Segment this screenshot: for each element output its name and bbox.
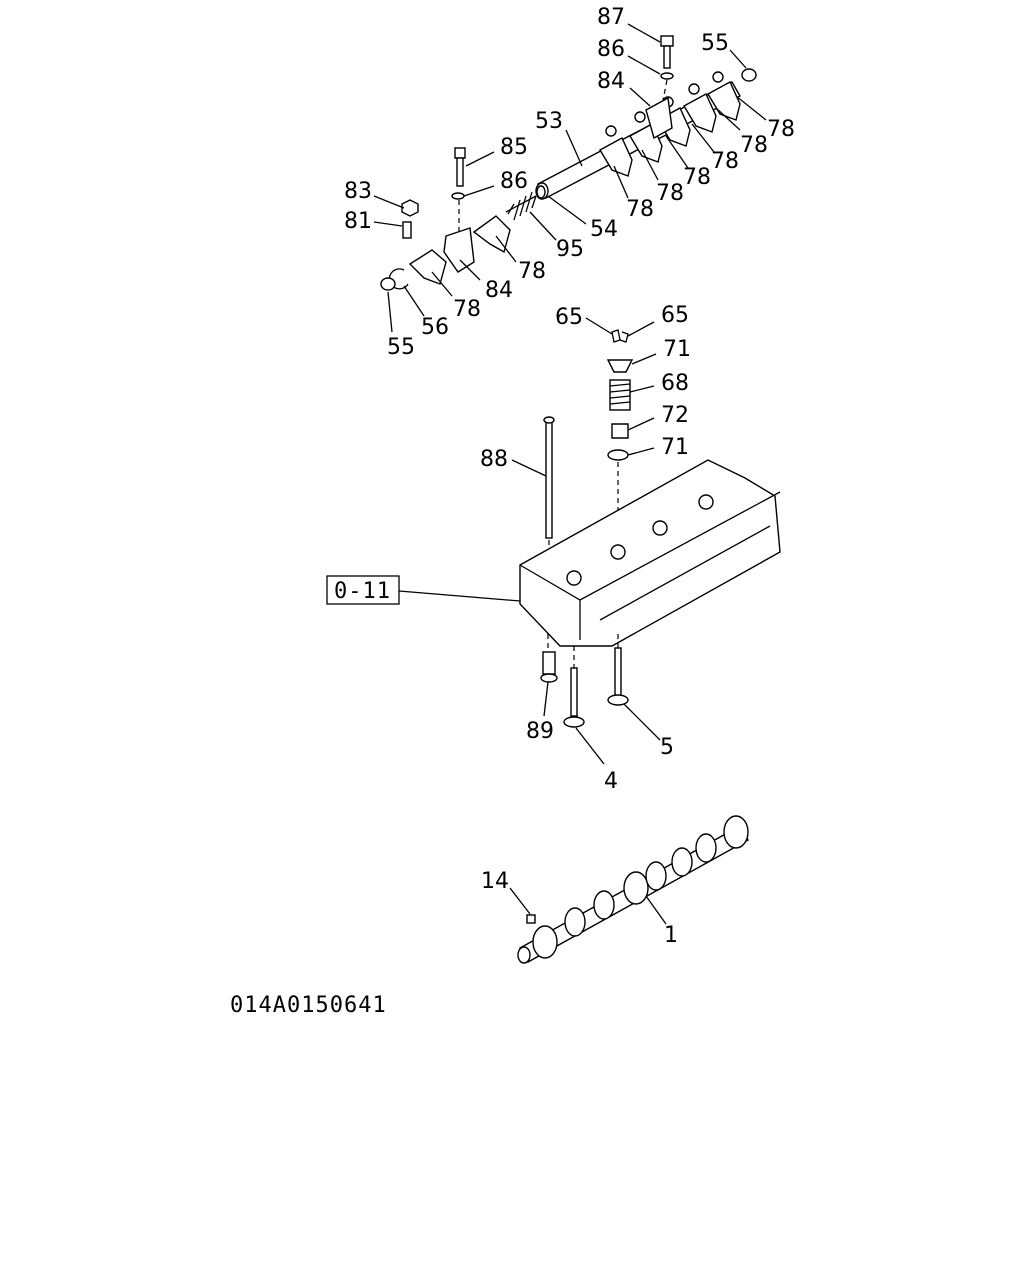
callout-78-b: 78 — [740, 133, 768, 158]
callout-56: 56 — [421, 315, 449, 340]
callout-84-upper: 84 — [597, 69, 625, 94]
callout-78-e: 78 — [656, 181, 684, 206]
callout-78-d: 78 — [683, 165, 711, 190]
callout-65-left: 65 — [555, 305, 583, 330]
callout-55-lower: 55 — [387, 335, 415, 360]
callout-1: 1 — [664, 923, 678, 948]
adjust-screw-81 — [402, 221, 412, 239]
push-rod-88 — [543, 416, 555, 570]
rocker-shaft-assembly — [380, 35, 757, 291]
callout-85: 85 — [500, 135, 528, 160]
callout-78-g: 78 — [518, 259, 546, 284]
valve-guide-89 — [540, 634, 558, 683]
callout-84-lower: 84 — [485, 278, 513, 303]
callout-5: 5 — [660, 735, 674, 760]
callout-87: 87 — [597, 5, 625, 30]
spring-seat-71-lower — [607, 449, 629, 461]
callout-86-upper: 86 — [597, 37, 625, 62]
camshaft-1 — [517, 815, 749, 964]
valve-stem-seal-72 — [611, 423, 629, 439]
callout-95: 95 — [556, 237, 584, 262]
callout-4: 4 — [604, 769, 618, 794]
callout-55-upper: 55 — [701, 31, 729, 56]
callout-78-h: 78 — [453, 297, 481, 322]
valve-spring-stack — [606, 329, 634, 548]
plug-55-upper — [741, 68, 757, 82]
bolt-85 — [454, 147, 466, 187]
valve-spring-68 — [609, 379, 631, 411]
valve-5 — [607, 634, 629, 706]
callout-81: 81 — [344, 209, 372, 234]
valve-4 — [563, 646, 585, 728]
bolt-87 — [660, 35, 674, 69]
cylinder-head — [519, 459, 781, 647]
spring-95 — [505, 191, 537, 221]
callout-78-c: 78 — [711, 149, 739, 174]
callout-83: 83 — [344, 179, 372, 204]
callout-89: 89 — [526, 719, 554, 744]
callout-53: 53 — [535, 109, 563, 134]
callout-65-right: 65 — [661, 303, 689, 328]
callout-71-lower: 71 — [661, 435, 689, 460]
callout-71-upper: 71 — [663, 337, 691, 362]
washer-86-upper — [660, 72, 674, 80]
rocker-bracket-upper — [645, 96, 673, 140]
callout-78-a: 78 — [767, 117, 795, 142]
plug-55-lower — [380, 277, 396, 291]
callout-labels: 87 86 55 84 53 78 78 78 78 78 78 85 86 8… — [344, 5, 795, 948]
reference-box-label: 0-11 — [334, 579, 391, 604]
washer-86-lower — [451, 192, 465, 200]
callout-72: 72 — [661, 403, 689, 428]
woodruff-key-14 — [526, 914, 536, 924]
spring-retainer-71-upper — [606, 359, 634, 373]
leader-lines — [373, 23, 767, 925]
washer-54 — [536, 185, 546, 199]
callout-54: 54 — [590, 217, 618, 242]
rocker-arm-78-end — [408, 249, 447, 285]
callout-88: 88 — [480, 447, 508, 472]
reference-box: 0-11 — [326, 575, 521, 605]
drawing-number: 014A0150641 — [230, 993, 387, 1018]
valve-keepers-65 — [611, 329, 629, 343]
callout-86-lower: 86 — [500, 169, 528, 194]
callout-14: 14 — [481, 869, 509, 894]
rocker-bracket-lower — [443, 227, 475, 273]
callout-78-f: 78 — [626, 197, 654, 222]
nut-83 — [401, 199, 419, 217]
callout-68: 68 — [661, 371, 689, 396]
